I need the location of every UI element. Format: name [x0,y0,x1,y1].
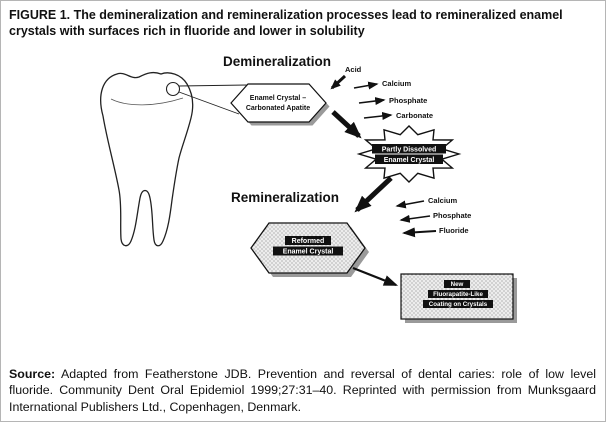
coating-pointer-arrow [352,266,399,286]
calcium-release-arrow [353,81,379,89]
fluoride-uptake-arrow [402,226,437,237]
enamel-crystal-label-line2: Carbonated Apatite [246,105,310,112]
calcium-uptake-label: Calcium [428,196,458,205]
phosphate-uptake-arrow [399,214,431,223]
acid-label: Acid [345,65,362,74]
new-coating-band1 [444,279,470,288]
source-text: Adapted from Featherstone JDB. Preventio… [9,366,596,414]
source-note: Source: Adapted from Featherstone JDB. P… [9,366,596,416]
magnifier-line-bottom [178,91,240,114]
partly-dissolved-label-line1: Partly Dissolved [382,146,436,153]
carbonate-release-label: Carbonate [396,111,433,120]
remineralization-arrow [354,175,393,212]
calcium-release-label: Calcium [382,79,412,88]
enamel-crystal-label-line1: Enamel Crystal – [250,95,307,102]
acid-arrow [330,74,347,89]
calcium-uptake-arrow [395,199,425,208]
new-coating-band2 [428,289,488,298]
phosphate-release-arrow [358,96,386,105]
demineralization-heading: Demineralization [223,54,331,69]
partly-dissolved-band1 [372,143,446,153]
figure-caption: FIGURE 1. The demineralization and remin… [9,8,563,38]
new-coating-band3 [423,299,493,308]
new-coating-label-line1: New [451,281,464,288]
reformed-band1 [285,235,331,245]
fluoride-uptake-label: Fluoride [439,226,469,235]
phosphate-uptake-label: Phosphate [433,211,471,220]
remineralization-heading: Remineralization [231,190,339,205]
magnifier-circle [165,81,181,96]
phosphate-release-label: Phosphate [389,96,427,105]
magnifier-line-top [178,84,248,86]
enamel-crystal-hexagon [230,82,327,123]
partly-dissolved-starburst [356,124,462,183]
partly-dissolved-band2 [375,154,443,164]
partly-dissolved-label-line2: Enamel Crystal [384,156,435,163]
reformed-band2 [273,246,343,255]
tooth-crown-detail-line [110,97,184,105]
reformed-label-line2: Enamel Crystal [283,248,334,255]
tooth-outline [100,71,194,246]
source-label: Source: [9,366,56,381]
demineralization-arrow [331,109,362,138]
new-coating-label-line2: Fluorapatite-Like [433,291,483,298]
new-coating-label-line3: Coating on Crystals [429,301,488,308]
reformed-label-line1: Reformed [292,238,325,245]
carbonate-release-arrow [363,111,393,120]
process-diagram: Demineralization Enamel Crystal – Carbon… [100,54,517,323]
